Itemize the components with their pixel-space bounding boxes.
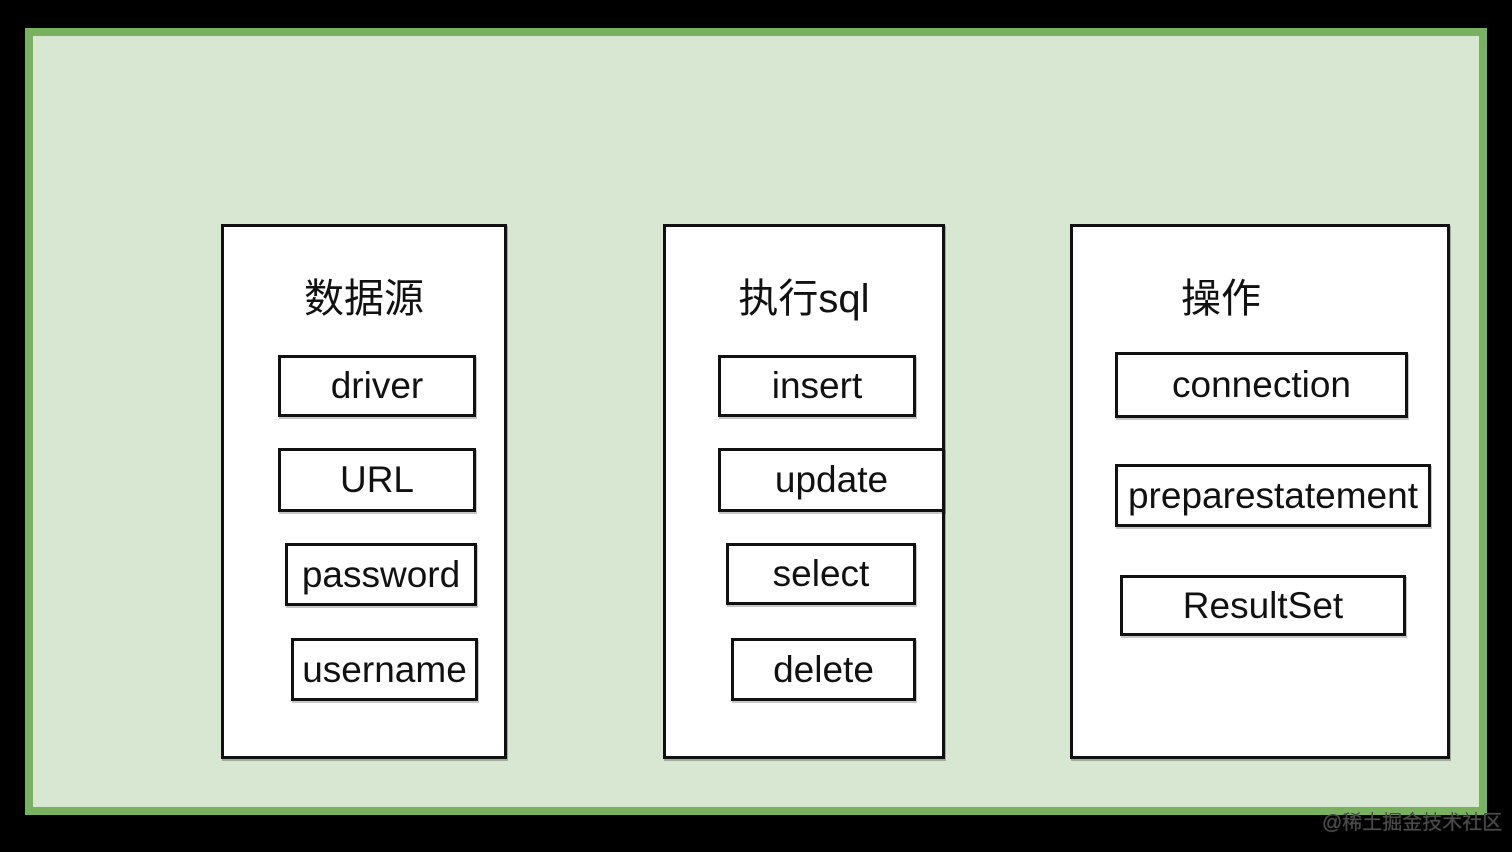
node-username: username xyxy=(291,638,478,701)
node-delete: delete xyxy=(731,638,916,701)
panel-datasource: 数据源 driver URL password username xyxy=(221,224,507,759)
node-resultset: ResultSet xyxy=(1120,575,1406,636)
panel-datasource-title: 数据源 xyxy=(304,277,424,321)
node-driver: driver xyxy=(278,355,476,417)
green-frame: 数据源 driver URL password username 执行sql i… xyxy=(25,28,1487,815)
node-url: URL xyxy=(278,448,476,512)
node-insert: insert xyxy=(718,355,916,417)
node-update: update xyxy=(718,448,945,512)
node-connection: connection xyxy=(1115,352,1408,418)
node-select: select xyxy=(726,543,916,605)
watermark: @稀土掘金技术社区 xyxy=(1322,812,1503,834)
panel-execute-sql: 执行sql insert update select delete xyxy=(663,224,945,759)
panel-execute-sql-title: 执行sql xyxy=(738,277,870,321)
node-preparestatement: preparestatement xyxy=(1115,464,1431,527)
panel-operations: 操作 connection preparestatement ResultSet xyxy=(1070,224,1450,759)
panel-operations-title: 操作 xyxy=(1181,277,1261,321)
node-password: password xyxy=(285,543,477,606)
